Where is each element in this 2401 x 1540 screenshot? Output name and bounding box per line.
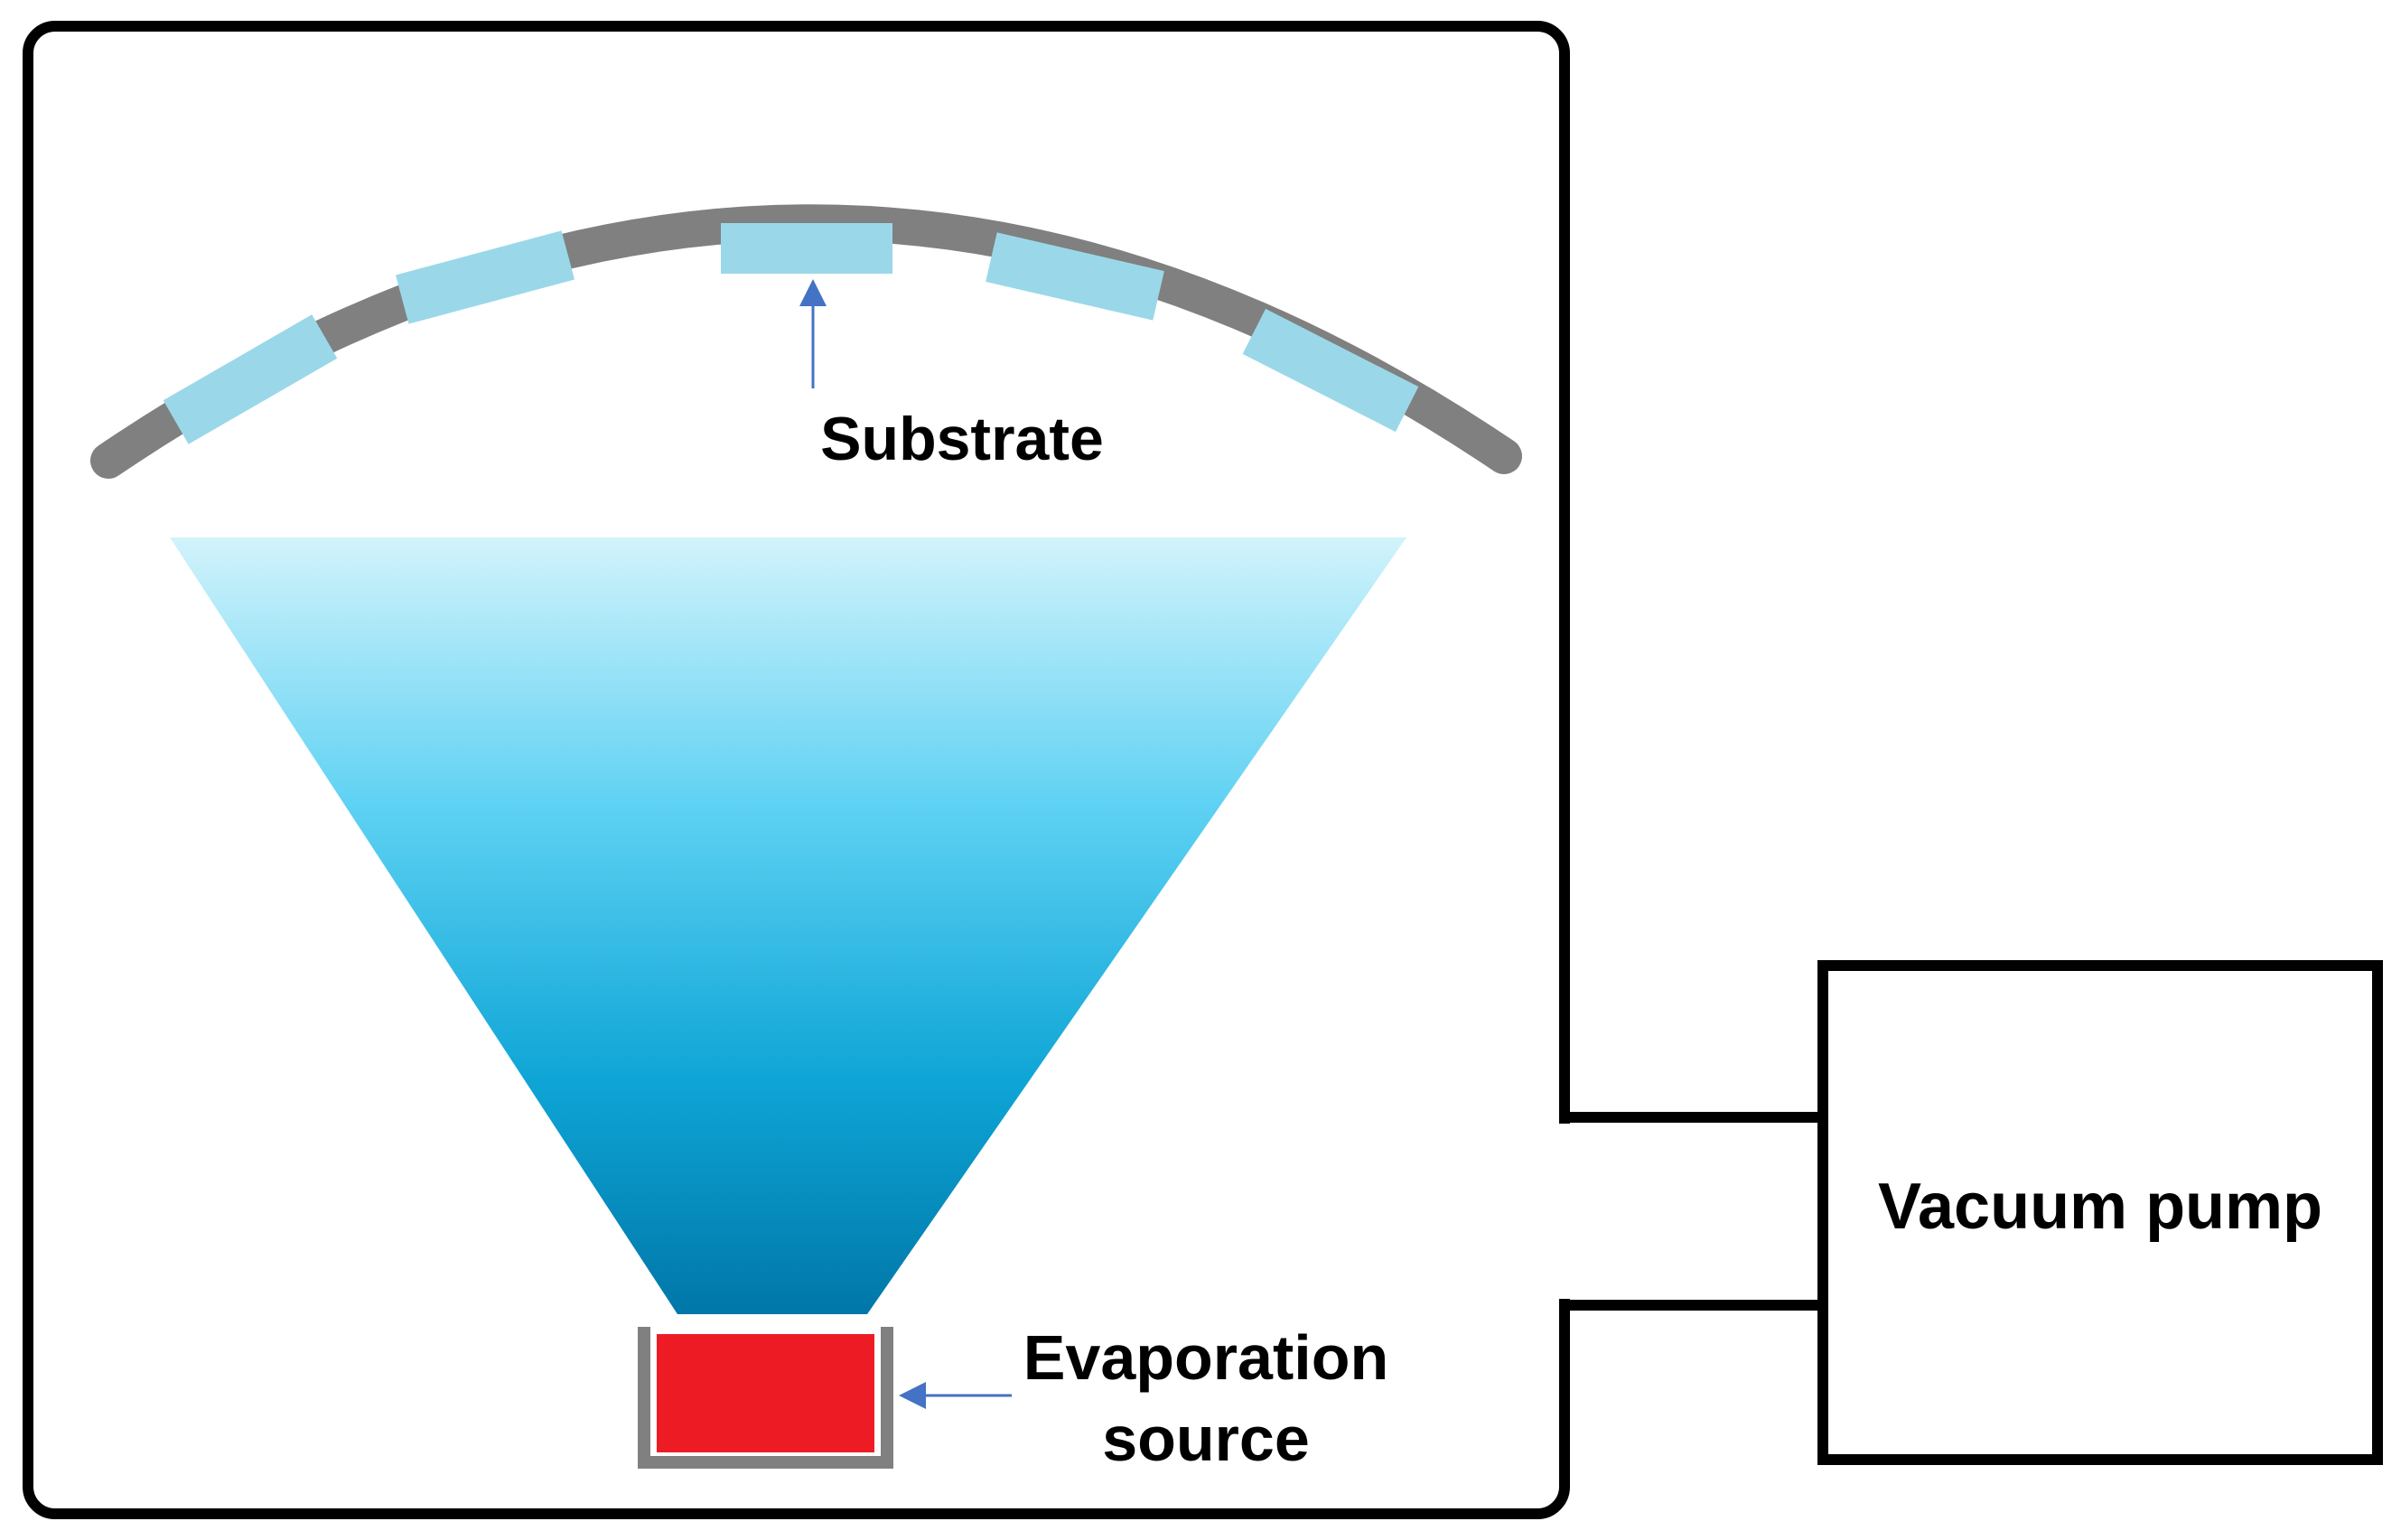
substrate-4	[986, 232, 1164, 321]
substrate-1	[163, 314, 338, 444]
substrate-2	[395, 230, 575, 324]
substrates	[163, 223, 1419, 444]
substrate-label: Substrate	[820, 405, 1104, 473]
substrate-5	[1242, 308, 1419, 433]
evaporation-source	[657, 1334, 874, 1452]
pipe-cover	[1554, 1124, 1575, 1299]
evaporation-source-label-line2: source	[1102, 1404, 1310, 1474]
vacuum-pump-label: Vacuum pump	[1878, 1171, 2322, 1243]
vapor-plume	[170, 537, 1406, 1314]
vacuum-chamber	[23, 21, 1570, 1519]
substrate-3	[721, 223, 892, 274]
vacuum-pump-box	[1817, 960, 2383, 1465]
evaporation-source-label-line1: Evaporation	[1023, 1322, 1389, 1393]
pump-pipe	[1565, 1112, 1823, 1311]
